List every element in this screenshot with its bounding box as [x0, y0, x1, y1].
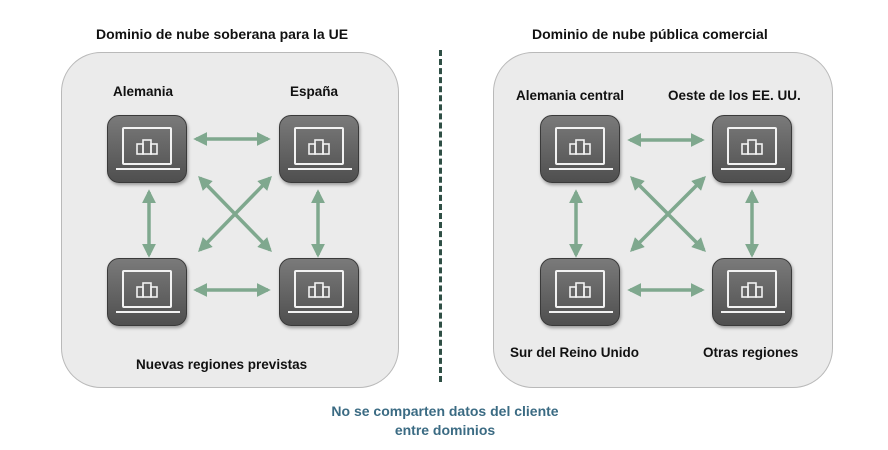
footnote-line-2: entre dominios — [394, 422, 496, 438]
server-node-icon — [107, 115, 187, 183]
data-isolation-note: No se comparten datos del cliente entre … — [300, 402, 590, 440]
left-domain-title: Dominio de nube soberana para la UE — [96, 26, 349, 42]
server-node-icon — [279, 258, 359, 326]
server-node-icon — [540, 258, 620, 326]
building-icon — [308, 282, 330, 298]
region-label-alemania: Alemania — [113, 84, 174, 99]
building-icon — [741, 139, 763, 155]
server-node-icon — [279, 115, 359, 183]
server-node-icon — [540, 115, 620, 183]
region-label-sur-reino-unido: Sur del Reino Unido — [510, 345, 640, 360]
planned-regions-label: Nuevas regiones previstas — [136, 357, 308, 372]
arrow-right-diag-2 — [630, 176, 706, 252]
server-node-icon — [107, 258, 187, 326]
building-icon — [741, 282, 763, 298]
right-domain-title: Dominio de nube pública comercial — [532, 26, 768, 42]
footnote-line-1: No se comparten datos del cliente — [331, 403, 559, 419]
building-icon — [136, 139, 158, 155]
region-label-otras: Otras regiones — [703, 345, 799, 360]
building-icon — [136, 282, 158, 298]
building-icon — [308, 139, 330, 155]
server-node-icon — [712, 258, 792, 326]
region-label-oeste-eeuu: Oeste de los EE. UU. — [668, 88, 801, 103]
server-node-icon — [712, 115, 792, 183]
building-icon — [569, 282, 591, 298]
region-label-alemania-central: Alemania central — [516, 88, 625, 103]
region-label-espana: España — [290, 84, 339, 99]
building-icon — [569, 139, 591, 155]
domain-divider — [439, 50, 442, 382]
arrow-diag-2 — [198, 175, 272, 253]
